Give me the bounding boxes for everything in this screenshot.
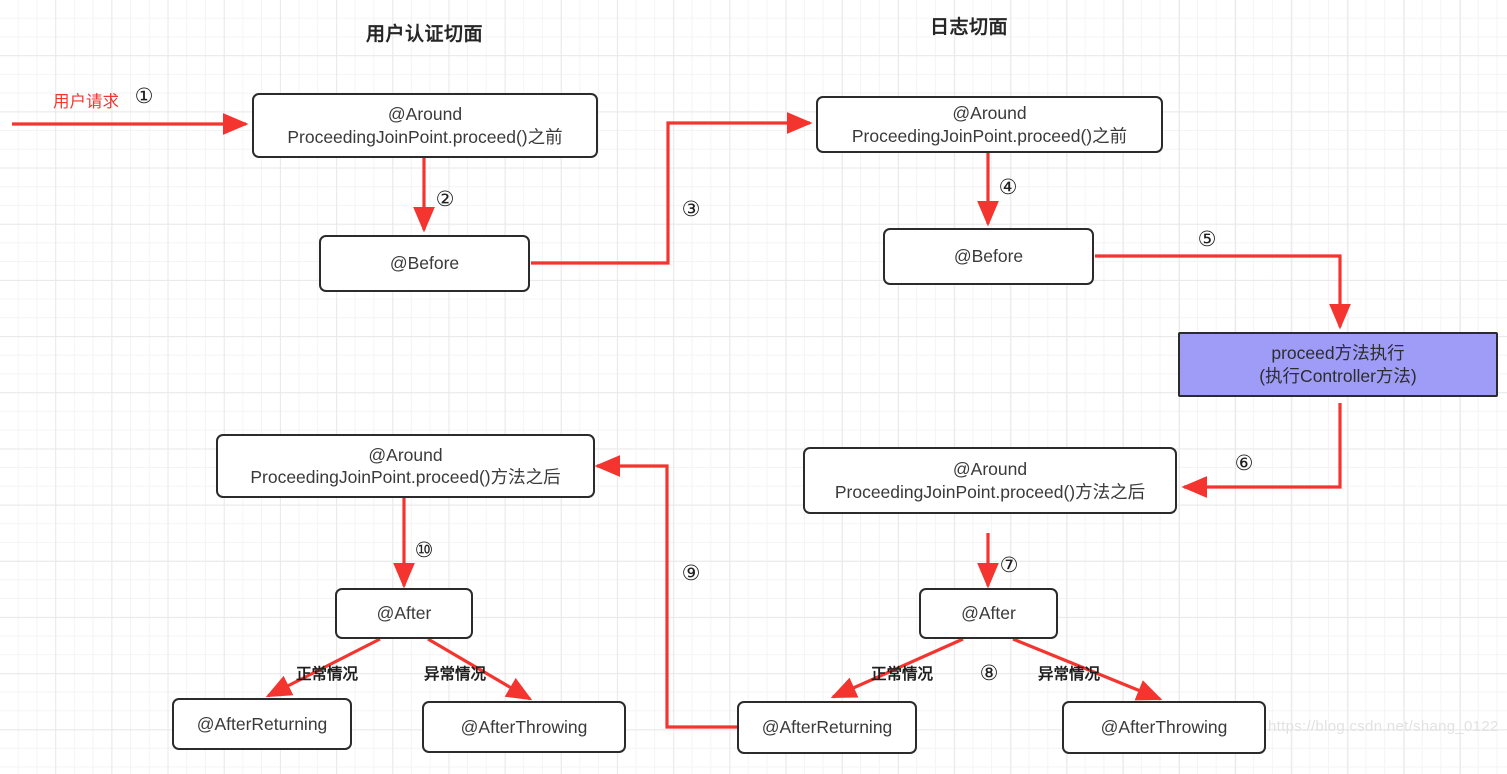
node-line-2: ProceedingJoinPoint.proceed()之前	[851, 125, 1128, 146]
step-number-4: ④	[998, 175, 1018, 199]
node-line-1: @Around	[368, 444, 443, 465]
node-label: @After	[376, 603, 432, 624]
node-left-after-throwing[interactable]: @AfterThrowing	[422, 701, 626, 753]
node-right-around-before[interactable]: @Around ProceedingJoinPoint.proceed()之前	[816, 96, 1163, 153]
edge-label-left-exception: 异常情况	[424, 666, 487, 683]
node-line-1: @Around	[387, 104, 463, 125]
node-line-2: ProceedingJoinPoint.proceed()方法之后	[250, 467, 561, 487]
node-left-around-after[interactable]: @Around ProceedingJoinPoint.proceed()方法之…	[216, 434, 595, 498]
step-number-7: ⑦	[999, 553, 1019, 577]
node-line-1: @Around	[952, 103, 1027, 124]
section-title-right: 日志切面	[930, 17, 1009, 38]
node-label: @AfterReturning	[761, 717, 893, 738]
node-label: @AfterThrowing	[1100, 717, 1228, 738]
node-right-before[interactable]: @Before	[883, 228, 1094, 285]
node-left-after[interactable]: @After	[335, 588, 473, 639]
node-label: @Before	[953, 246, 1024, 267]
node-right-after[interactable]: @After	[919, 588, 1058, 639]
node-line-2: ProceedingJoinPoint.proceed()方法之后	[834, 481, 1146, 502]
node-line-2: (执行Controller方法)	[1259, 365, 1417, 386]
node-left-before[interactable]: @Before	[319, 235, 530, 292]
step-number-2: ②	[435, 187, 455, 211]
node-right-around-after[interactable]: @Around ProceedingJoinPoint.proceed()方法之…	[803, 447, 1177, 514]
node-line-1: @Around	[952, 459, 1028, 480]
watermark-text: https://blog.csdn.net/shang_0122	[1268, 718, 1499, 735]
edge-label-right-exception: 异常情况	[1038, 666, 1101, 683]
step-number-8: ⑧	[979, 661, 999, 685]
step-number-1: ①	[134, 84, 154, 108]
section-title-left: 用户认证切面	[366, 24, 484, 45]
node-proceed-execution[interactable]: proceed方法执行 (执行Controller方法)	[1178, 332, 1498, 397]
step-number-5: ⑤	[1197, 227, 1217, 251]
step-number-9: ⑨	[681, 561, 701, 585]
node-line-1: proceed方法执行	[1271, 343, 1405, 364]
node-label: @AfterReturning	[196, 713, 328, 734]
node-label: @AfterThrowing	[460, 716, 588, 737]
edge-label-left-normal: 正常情况	[296, 666, 359, 683]
step-number-3: ③	[681, 197, 701, 221]
node-left-after-returning[interactable]: @AfterReturning	[172, 698, 352, 750]
node-label: @Before	[389, 253, 460, 274]
node-left-around-before[interactable]: @Around ProceedingJoinPoint.proceed()之前	[252, 93, 598, 158]
node-right-after-throwing[interactable]: @AfterThrowing	[1062, 701, 1266, 754]
step-number-10: ⑩	[414, 538, 434, 562]
node-right-after-returning[interactable]: @AfterReturning	[737, 701, 917, 754]
edge-label-right-normal: 正常情况	[871, 666, 934, 683]
node-label: @After	[961, 603, 1016, 624]
node-line-2: ProceedingJoinPoint.proceed()之前	[287, 126, 563, 147]
step-number-6: ⑥	[1234, 451, 1254, 475]
entry-request-label: 用户请求	[53, 93, 119, 111]
